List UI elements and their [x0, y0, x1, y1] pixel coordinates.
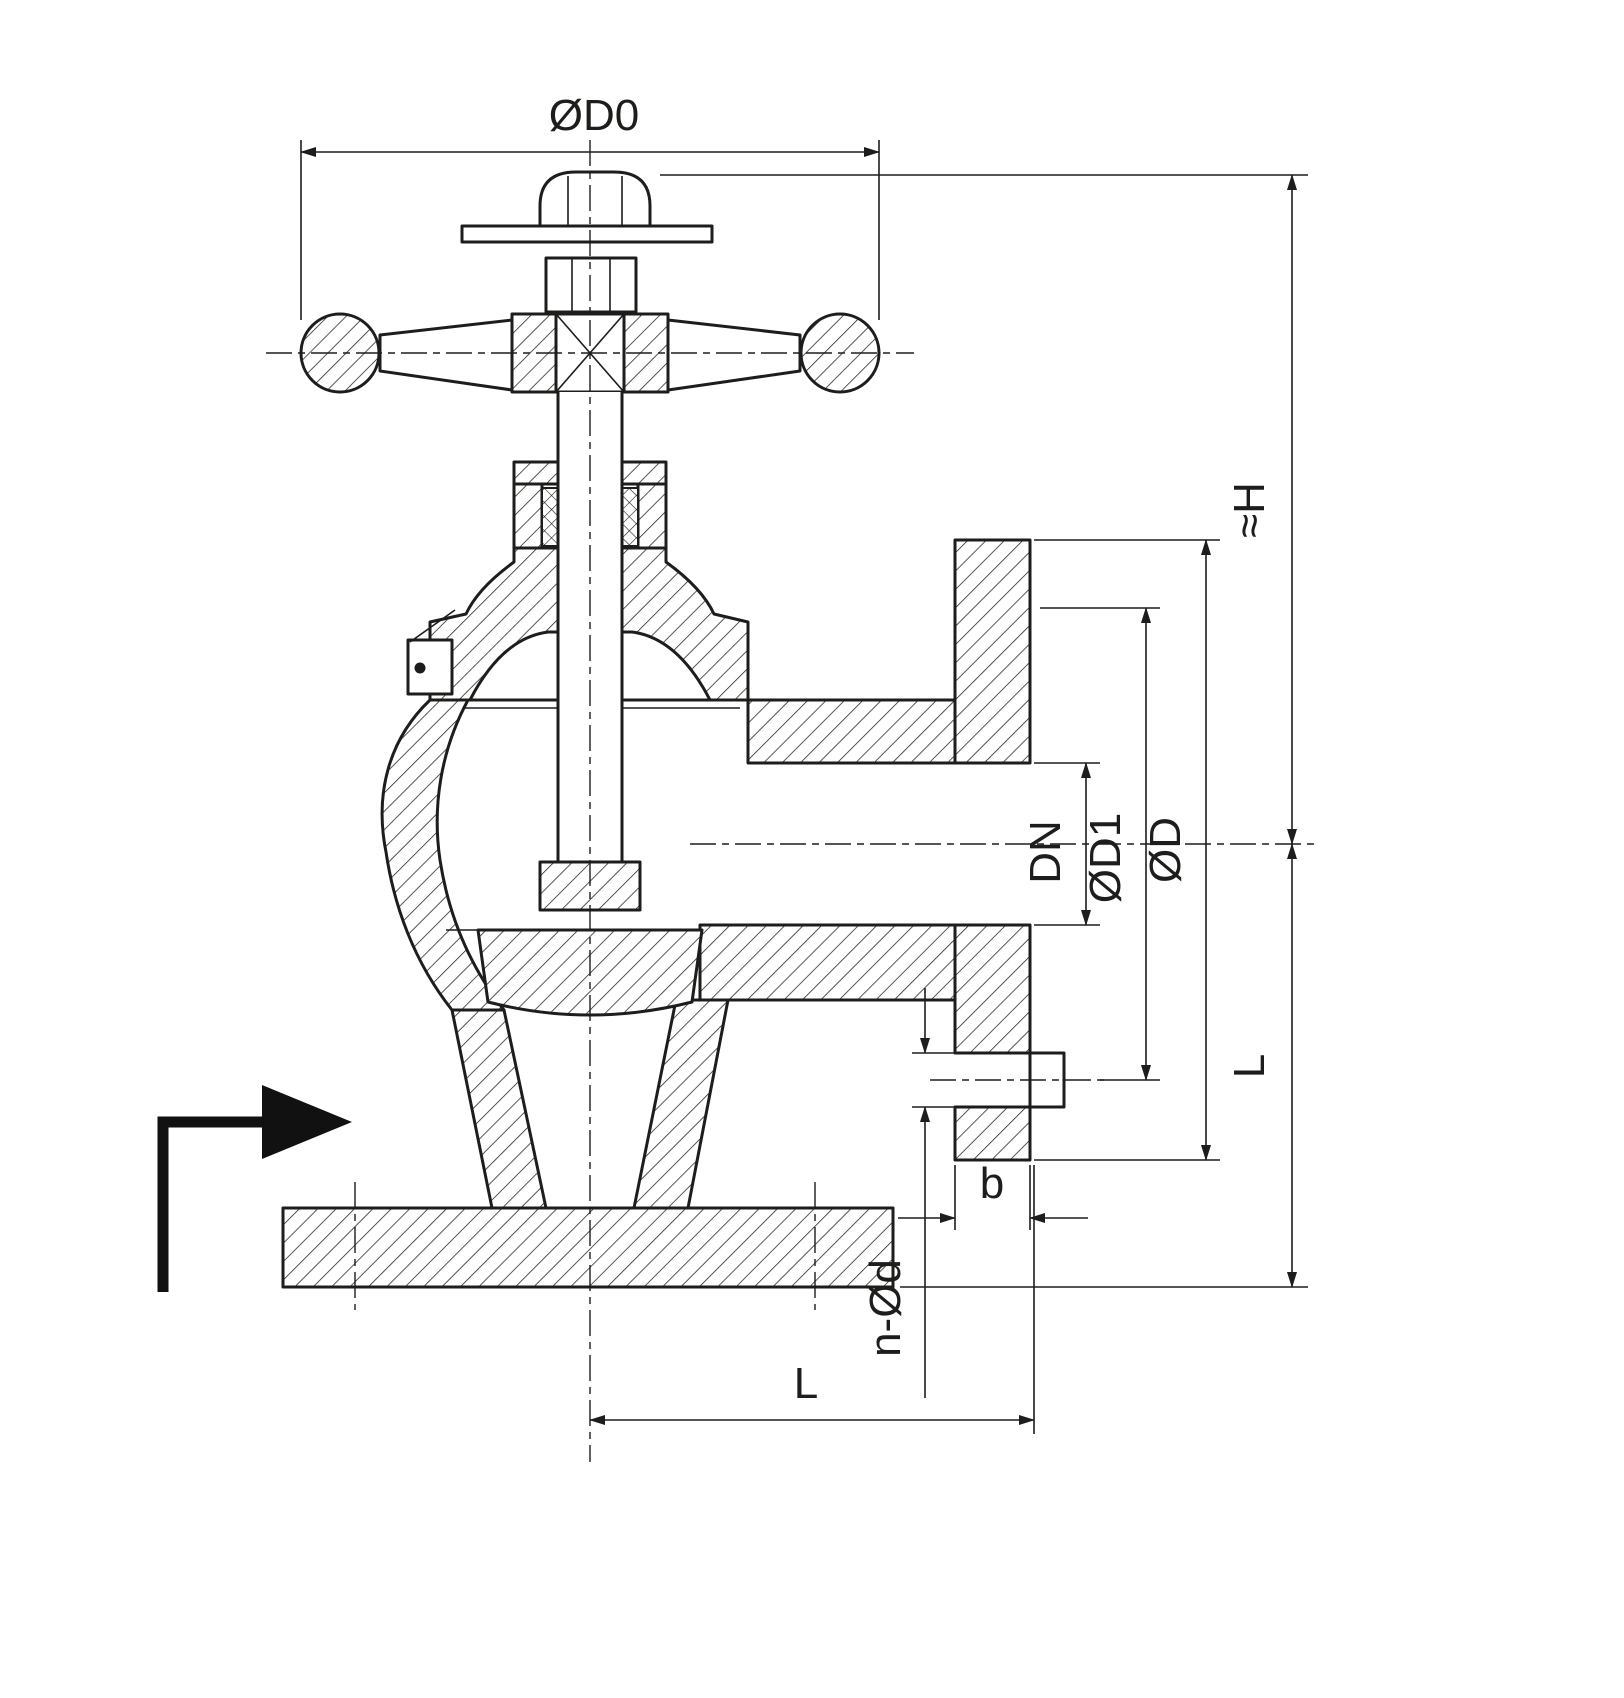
bottom-flange [281, 1206, 895, 1289]
handwheel-spoke-left [378, 318, 514, 392]
handwheel-spoke-right [666, 318, 802, 392]
dimensions: ØD0 ≈H L ØD ØD1 [300, 91, 1308, 1434]
dim-overall-height: ≈H [660, 174, 1308, 845]
outlet-bottom-wall [698, 923, 957, 1002]
outlet-flange-upper [953, 538, 1032, 765]
dim-label-l-bottom: L [794, 1359, 818, 1408]
dim-nominal-bore: DN [1021, 762, 1100, 926]
dim-label-b: b [980, 1159, 1004, 1208]
packing-right [621, 487, 639, 547]
dim-label-d: ØD [1141, 817, 1190, 883]
dim-bolt-holes: n-Ød [861, 988, 930, 1398]
outlet-flange-lower [953, 1105, 1032, 1162]
flow-arrowhead [262, 1085, 352, 1159]
clamp-pin [414, 662, 426, 674]
dim-label-n-d: n-Ød [861, 1259, 910, 1357]
gland-body-right [636, 482, 668, 550]
gland-body-left [512, 482, 544, 550]
body-cone-right [632, 998, 730, 1210]
dim-handwheel-diameter: ØD0 [300, 91, 880, 320]
washer [460, 224, 714, 244]
outlet-top-wall [746, 698, 957, 765]
outlet-flange-middle [953, 923, 1032, 1055]
dim-label-dn: DN [1021, 820, 1070, 884]
flow-direction-arrow [157, 1085, 352, 1292]
dim-length-right: L [900, 843, 1308, 1288]
stem-cap-nut [460, 170, 714, 314]
body-cone-left [450, 1008, 548, 1210]
hex-nut [544, 256, 638, 314]
outlet-flange [912, 538, 1066, 1162]
dim-length-bottom: L [589, 1165, 1035, 1434]
dim-label-h: ≈H [1225, 482, 1274, 538]
dim-label-l-right: L [1225, 1054, 1274, 1078]
packing-left [541, 487, 559, 547]
dim-label-d1: ØD1 [1081, 813, 1130, 903]
dim-flange-thickness: b [898, 1159, 1088, 1230]
dim-label-d0: ØD0 [549, 91, 639, 140]
valve-body [281, 698, 957, 1289]
